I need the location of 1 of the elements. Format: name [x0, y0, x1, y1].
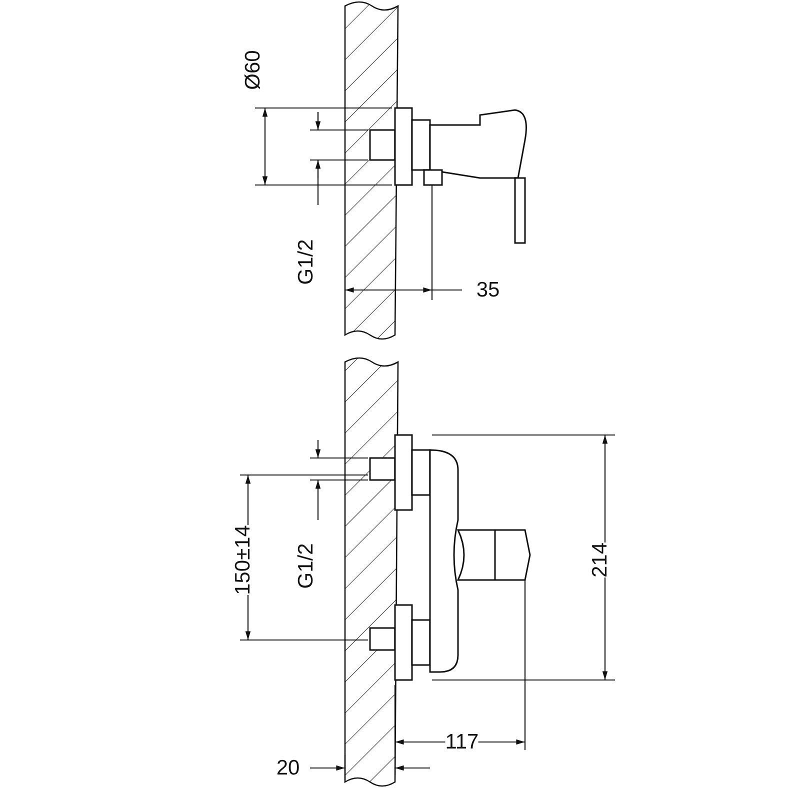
dimension-value: Ø60 — [242, 50, 264, 90]
